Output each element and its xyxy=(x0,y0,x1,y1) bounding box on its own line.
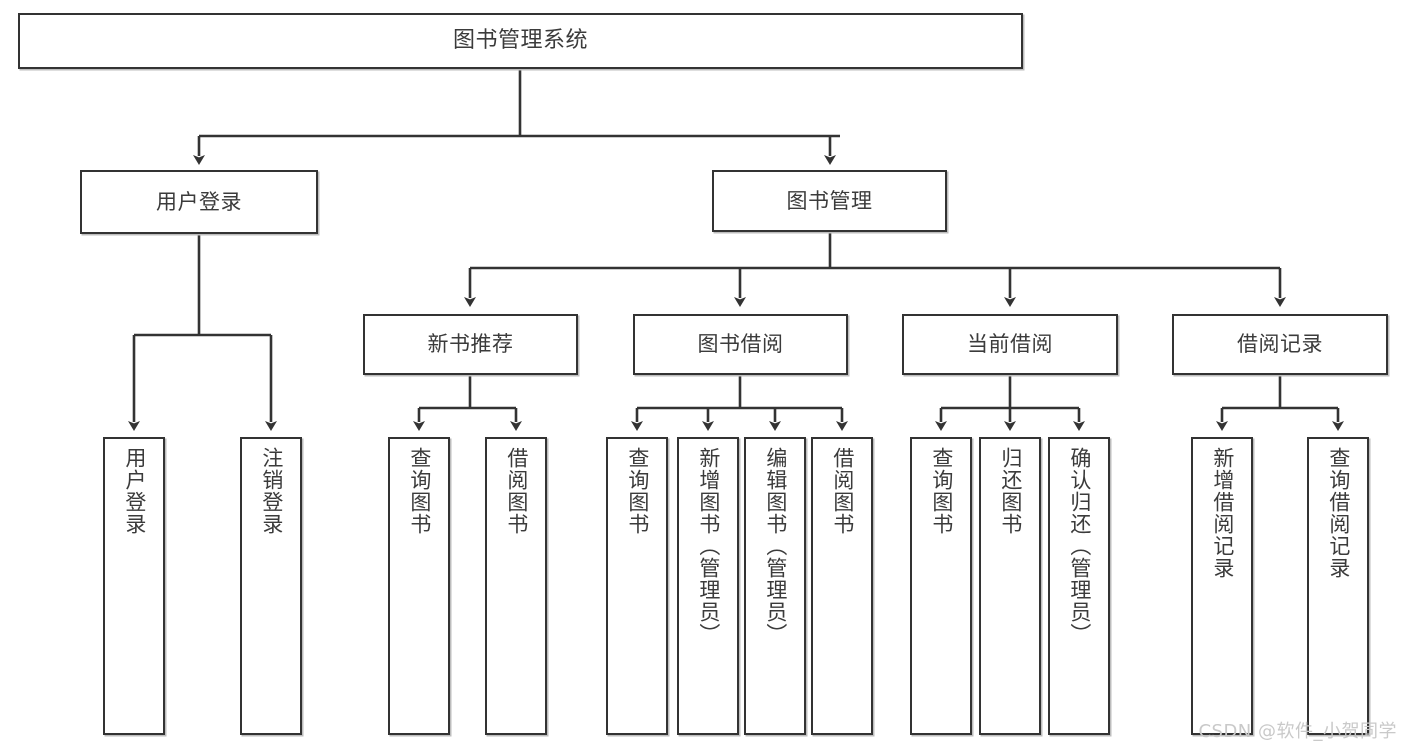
node-label: 归还图书 xyxy=(998,447,1023,535)
node-root-system[interactable]: 图书管理系统 xyxy=(18,13,1023,69)
node-user-login[interactable]: 用户登录 xyxy=(80,170,318,234)
leaf-user-login[interactable]: 用户登录 xyxy=(103,437,165,735)
node-label: 新书推荐 xyxy=(427,332,514,357)
leaf-query-borrow-record[interactable]: 查询借阅记录 xyxy=(1307,437,1369,735)
node-label: 编辑图书（管理员） xyxy=(763,447,788,645)
node-label: 新增借阅记录 xyxy=(1210,447,1235,579)
node-new-book-recommend[interactable]: 新书推荐 xyxy=(363,314,578,375)
leaf-borrow-book-borrow[interactable]: 借阅图书 xyxy=(811,437,873,735)
node-book-borrow[interactable]: 图书借阅 xyxy=(633,314,848,375)
node-book-manage[interactable]: 图书管理 xyxy=(712,170,947,232)
node-label: 借阅图书 xyxy=(504,447,529,535)
leaf-borrow-book-recommend[interactable]: 借阅图书 xyxy=(485,437,547,735)
node-label: 查询图书 xyxy=(625,447,650,535)
leaf-query-book-recommend[interactable]: 查询图书 xyxy=(388,437,450,735)
leaf-query-book-borrow[interactable]: 查询图书 xyxy=(606,437,668,735)
node-label: 借阅记录 xyxy=(1237,332,1323,357)
node-label: 注销登录 xyxy=(259,447,284,535)
node-label: 新增图书（管理员） xyxy=(696,447,721,645)
leaf-return-book[interactable]: 归还图书 xyxy=(979,437,1041,735)
leaf-confirm-return[interactable]: 确认归还（管理员） xyxy=(1048,437,1110,735)
node-label: 用户登录 xyxy=(156,189,242,214)
node-label: 图书管理 xyxy=(786,188,873,213)
node-label: 借阅图书 xyxy=(830,447,855,535)
node-label: 图书管理系统 xyxy=(452,28,588,54)
node-label: 查询图书 xyxy=(929,447,954,535)
node-label: 图书借阅 xyxy=(697,332,784,357)
leaf-add-borrow-record[interactable]: 新增借阅记录 xyxy=(1191,437,1253,735)
node-label: 用户登录 xyxy=(122,447,147,535)
node-current-borrow[interactable]: 当前借阅 xyxy=(902,314,1118,375)
node-label: 查询借阅记录 xyxy=(1326,447,1351,579)
node-label: 查询图书 xyxy=(407,447,432,535)
leaf-add-book[interactable]: 新增图书（管理员） xyxy=(677,437,739,735)
leaf-query-book-current[interactable]: 查询图书 xyxy=(910,437,972,735)
node-borrow-record[interactable]: 借阅记录 xyxy=(1172,314,1388,375)
node-label: 确认归还（管理员） xyxy=(1067,447,1092,645)
leaf-edit-book[interactable]: 编辑图书（管理员） xyxy=(744,437,806,735)
leaf-logout-login[interactable]: 注销登录 xyxy=(240,437,302,735)
node-label: 当前借阅 xyxy=(967,332,1053,357)
